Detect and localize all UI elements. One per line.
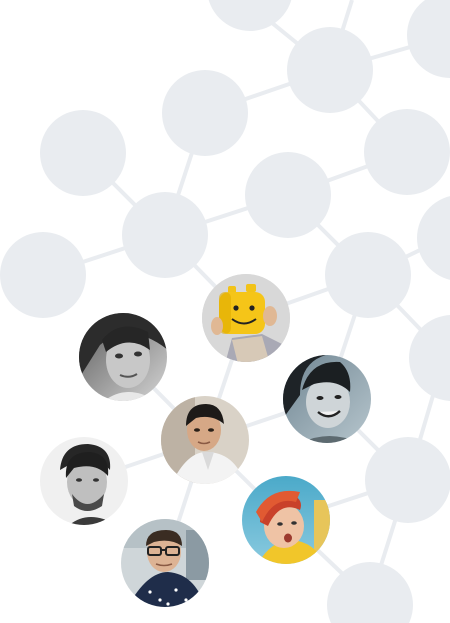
placeholder-node — [287, 27, 373, 113]
placeholder-node — [208, 0, 292, 31]
avatar-smiling-man-dark-hair — [283, 355, 371, 443]
placeholder-node — [327, 562, 413, 623]
placeholder-node — [245, 152, 331, 238]
avatar-lego-head — [202, 274, 290, 362]
placeholder-node — [40, 110, 126, 196]
avatar-woman-red-hair — [242, 476, 330, 564]
placeholder-node — [364, 109, 450, 195]
avatar-man-with-glasses — [121, 519, 209, 607]
placeholder-node — [409, 315, 450, 401]
placeholder-node — [122, 192, 208, 278]
avatar-man-with-beard — [40, 437, 128, 525]
placeholder-node — [162, 70, 248, 156]
placeholder-node — [0, 232, 86, 318]
avatar-man-white-shirt — [161, 396, 249, 484]
placeholder-node — [365, 437, 450, 523]
placeholder-node — [407, 0, 450, 78]
avatar-young-man-long-hair — [79, 313, 167, 401]
placeholder-node — [325, 232, 411, 318]
placeholder-node — [417, 196, 450, 280]
